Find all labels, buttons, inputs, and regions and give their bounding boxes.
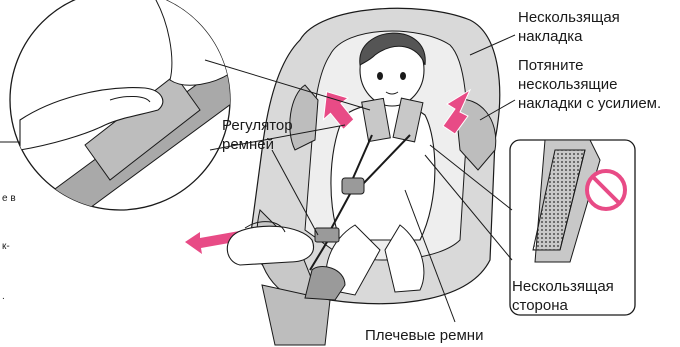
edge-text-fragment-3: . [2, 290, 5, 304]
prohibited-icon [587, 171, 625, 209]
label-nonslip-pad: Нескользящая накладка [518, 8, 620, 46]
label-shoulder-belts: Плечевые ремни [365, 326, 483, 345]
zoom-circle-pad [10, 0, 250, 230]
edge-text-fragment-2: к- [2, 240, 10, 254]
label-pull-pads: Потяните нескользящие накладки с усилием… [518, 56, 661, 113]
label-nonslip-side: Нескользящая сторона [512, 277, 614, 315]
edge-text-fragment-1: е в [2, 192, 16, 206]
label-belt-adjuster: Регулятор ремней [222, 116, 293, 154]
